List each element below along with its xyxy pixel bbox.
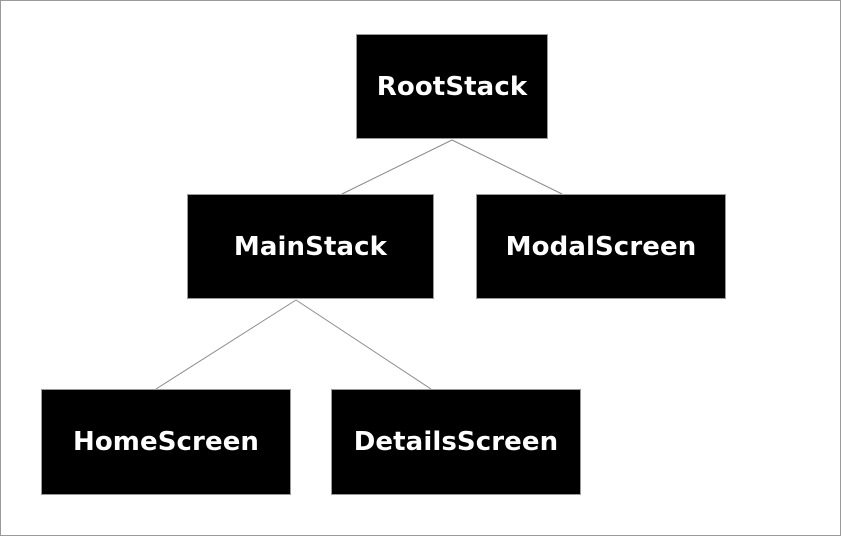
- node-home-screen[interactable]: HomeScreen: [41, 389, 291, 495]
- edge-main-to-details: [295, 299, 432, 390]
- node-modal-screen[interactable]: ModalScreen: [476, 194, 726, 299]
- node-label-root-stack: RootStack: [376, 71, 528, 102]
- node-label-modal-screen: ModalScreen: [505, 231, 697, 262]
- node-label-main-stack: MainStack: [233, 231, 388, 262]
- node-label-details-screen: DetailsScreen: [353, 427, 559, 457]
- node-main-stack[interactable]: MainStack: [187, 194, 434, 299]
- edge-main-to-home: [155, 299, 297, 390]
- node-label-home-screen: HomeScreen: [72, 427, 260, 457]
- edge-root-to-modal: [451, 139, 563, 195]
- edge-root-to-main: [341, 139, 453, 195]
- node-root-stack[interactable]: RootStack: [356, 34, 548, 139]
- node-details-screen[interactable]: DetailsScreen: [331, 389, 581, 495]
